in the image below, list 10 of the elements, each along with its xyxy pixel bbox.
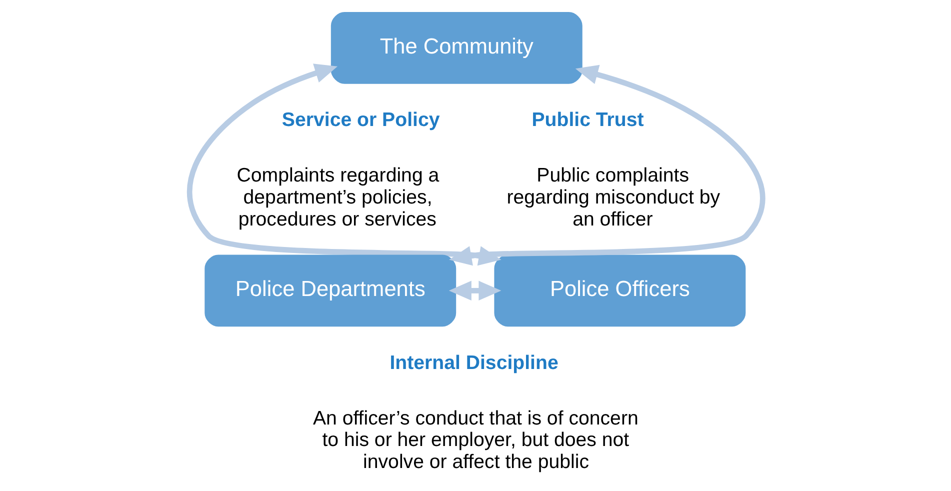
- label: Service or Policy: [281, 109, 440, 132]
- label: Public complaints regarding misconduct by an officer: [506, 164, 720, 230]
- label: Complaints regarding a department’s policies, procedures or services: [236, 164, 439, 230]
- arrow: [448, 280, 501, 301]
- label: An officer’s conduct that is of concern to his or her employer, but does not involve or affect the public: [312, 407, 638, 473]
- node-box: Police Officers: [494, 254, 746, 327]
- node-box: The Community: [330, 12, 582, 84]
- label: Internal Discipline: [389, 352, 558, 374]
- label: Public Trust: [531, 109, 644, 132]
- node-box: Police Departments: [204, 254, 456, 327]
